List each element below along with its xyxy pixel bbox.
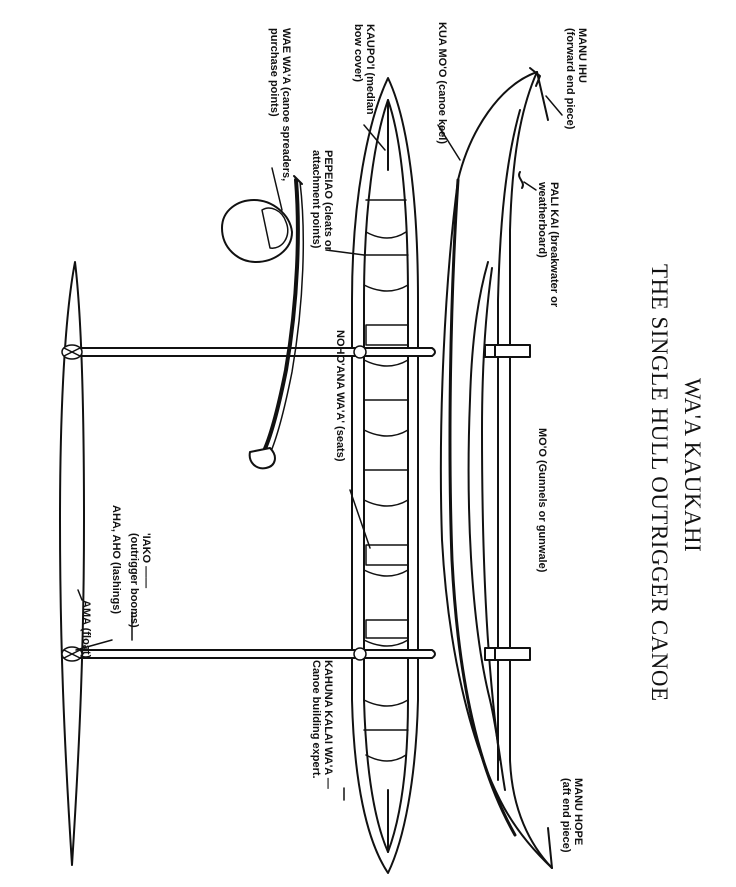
label-kaupoi-desc: bow cover) [352,24,364,83]
leader-lines [75,95,563,801]
label-pali-kai-title: PALI KAI (breakwater or [548,182,560,308]
manu-hope-piece [547,827,553,869]
label-moo-title: MO'O (Gunnels or gunwale) [536,428,548,573]
hull-top-inner [363,99,409,853]
top-view-hull [351,77,419,874]
leader-kua-moo [437,124,461,161]
label-manu-ihu-desc: (forward end piece) [564,28,576,130]
label-manu-hope-title: MANU HOPE [572,778,584,846]
leader-noho-ana [349,489,371,549]
label-pali-kai-desc: weatherboard) [536,182,548,258]
leader-ama [77,589,83,601]
paddle-top [293,175,303,185]
label-pali-kai: PALI KAI (breakwater or weatherboard) [536,182,560,307]
label-wae-waa-title: WAE WA'A (canoe spreaders, [280,28,292,182]
label-iako-desc: (outrigger booms) [128,533,140,628]
label-pepeiao: PEPEIAO (cleats or attachment points) [310,150,334,251]
label-iako-title: 'IAKO —— [140,533,152,589]
pali-kai-breakwater [467,261,506,791]
leader-pali-kai [523,181,537,191]
hull-keel-line [448,178,517,837]
label-ama-title: AMA (float) [80,600,92,659]
label-moo: MO'O (Gunnels or gunwale) [536,428,548,572]
aha-lashings [61,344,367,662]
label-kaupoi: KAUPO'I (median bow cover) [352,24,376,115]
paddle-blade [221,199,293,263]
hull-inner-line [497,109,521,781]
label-manu-ihu: MANU IHU (forward end piece) [564,28,588,129]
label-aha: AHA, AHO (lashings) [110,505,122,614]
label-noho-ana-title: NOHO'ANA WA'A' (seats) [334,330,346,462]
hull-top-outline [351,77,419,874]
ama-float [59,261,85,866]
paddle-illustration [221,175,305,470]
label-pepeiao-title: PEPEIAO (cleats or [322,150,334,251]
label-kahuna-title: KAHUNA KALAI WA'A — [322,660,334,789]
ama-outline [59,261,85,866]
hull-outer-line [439,71,553,869]
side-view-hull [439,67,553,869]
paddle-shaft-inner [267,181,305,459]
side-boom-stub-front [484,344,531,358]
leader-aha [75,639,113,651]
label-wae-waa: WAE WA'A (canoe spreaders, purchase poin… [268,28,292,181]
pali-kai-inner [481,267,501,761]
label-noho-ana: NOHO'ANA WA'A' (seats) [334,330,346,462]
iako-rear [69,649,436,659]
pepeiao-cleats [363,199,409,731]
side-boom-stub-rear [484,647,531,661]
label-iako: 'IAKO —— (outrigger booms) [128,533,152,628]
label-manu-hope: MANU HOPE (aft end piece) [560,778,584,853]
label-manu-hope-desc: (aft end piece) [560,778,572,853]
manu-ihu-tip [529,67,541,87]
label-manu-ihu-title: MANU IHU [576,28,588,83]
label-kaupoi-title: KAUPO'I (median [364,24,376,115]
title-line-2: THE SINGLE HULL OUTRIGGER CANOE [647,264,672,702]
leader-kaupoi [363,124,386,151]
label-wae-waa-desc: purchase points) [268,28,280,117]
wae-waa-spreaders [363,231,409,762]
leader-pepeiao [325,249,365,256]
noho-ana-seats [365,324,409,639]
paddle-shaft [260,178,300,457]
iako-front [69,347,436,357]
hull-gunwale-line [509,71,553,869]
iako-booms [69,347,436,659]
pali-kai-clip [518,171,524,189]
paddle-grip [248,447,276,470]
label-pepeiao-desc: attachment points) [310,150,322,249]
leader-wae-waa [271,167,283,211]
label-kahuna-desc: Canoe building expert. [310,660,322,779]
label-kua-moo: KUA MO'O (canoe keel) [436,22,448,144]
label-kua-moo-title: KUA MO'O (canoe keel) [436,22,448,145]
label-ama: AMA (float) [80,600,92,658]
leader-manu-ihu [545,95,563,116]
label-kahuna: KAHUNA KALAI WA'A — Canoe building exper… [310,660,334,789]
paddle-hand [261,207,289,249]
label-aha-title: AHA, AHO (lashings) [110,505,122,614]
title-line-1: WA'A KAUKAHI [680,378,705,553]
